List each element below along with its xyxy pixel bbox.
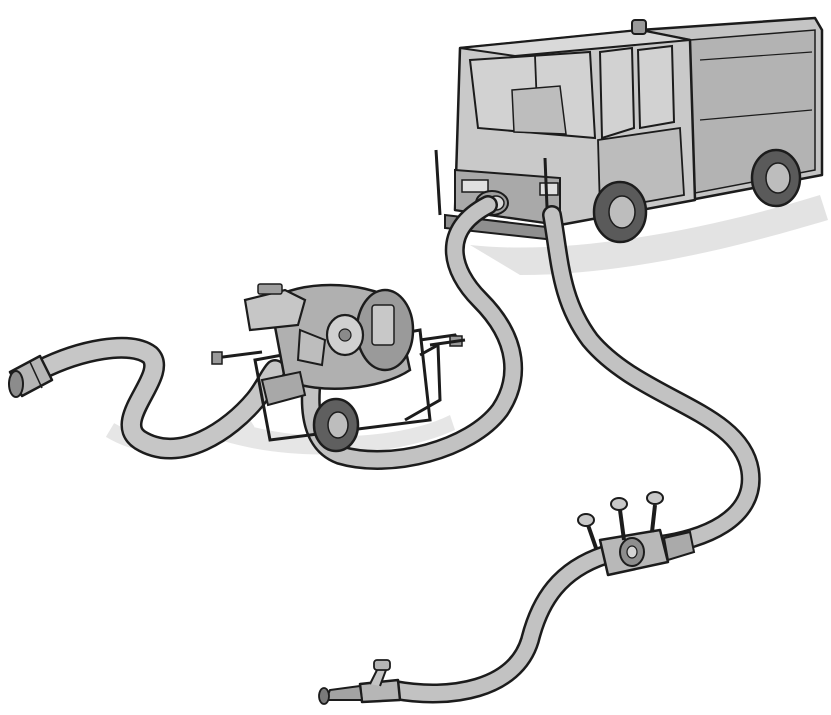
pump-fuel-tank — [245, 290, 305, 330]
truck-front-wheel — [594, 182, 646, 242]
valve-handle-icon — [647, 492, 663, 532]
truck-rear-wheel — [752, 150, 800, 206]
nozzle-icon — [319, 660, 400, 704]
valve-handle-icon — [578, 514, 596, 548]
pump-wheel — [314, 399, 358, 451]
hose-icon — [40, 205, 751, 693]
truck-side-window — [600, 48, 634, 138]
beacon-light — [632, 20, 646, 34]
hose-breeching-to-nozzle — [395, 555, 605, 693]
valve-handle-icon — [611, 498, 627, 540]
